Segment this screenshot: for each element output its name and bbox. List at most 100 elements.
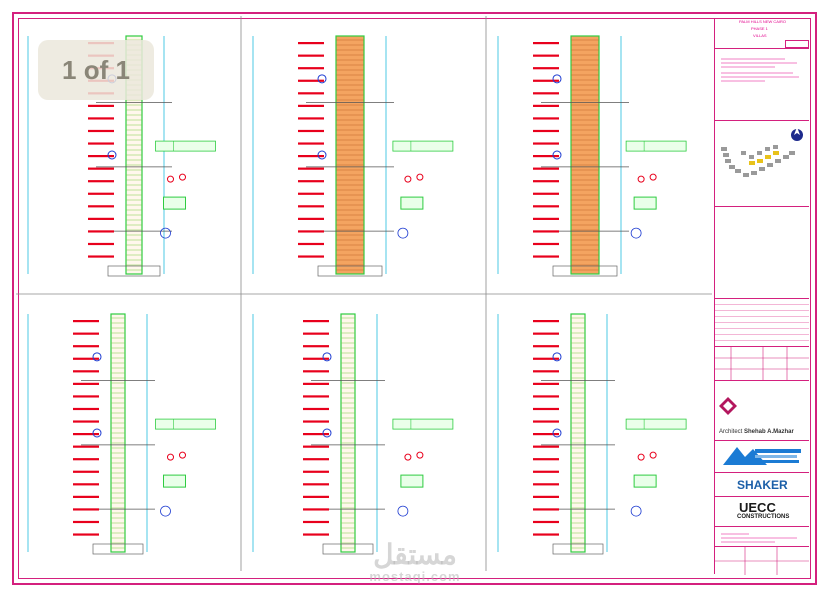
shaker-logo: SHAKER — [737, 478, 788, 492]
rebar-annotation — [73, 470, 99, 473]
rebar-annotation — [533, 255, 559, 258]
rebar-annotation — [298, 180, 324, 183]
rebar-annotation — [303, 495, 329, 498]
column-section-detail — [163, 196, 186, 210]
rebar-annotation — [533, 104, 559, 107]
architect-credit: Architect Shehab A.Mazhar — [719, 429, 794, 435]
detail-symbol-icon — [649, 451, 657, 459]
section-marker-icon — [107, 150, 117, 160]
rebar-annotation — [303, 407, 329, 411]
rebar-annotation — [88, 167, 114, 170]
detail-symbol-icon — [404, 453, 412, 461]
rebar-annotation — [533, 205, 559, 208]
rebar-annotation — [303, 345, 329, 348]
rebar-annotation — [533, 42, 559, 45]
remarks-box — [715, 206, 809, 298]
section-callout-icon — [630, 505, 642, 517]
rebar-annotation — [533, 483, 559, 486]
rebar-annotation — [303, 445, 329, 448]
section-marker-icon — [552, 428, 562, 438]
architect-prefix: Architect — [719, 429, 743, 435]
rebar-annotation — [73, 495, 99, 498]
section-marker-icon — [552, 352, 562, 362]
rebar-annotation — [298, 230, 324, 233]
rebar-annotation — [88, 242, 114, 246]
sheet-inner-border — [18, 18, 811, 579]
rebar-annotation — [533, 370, 559, 373]
rebar-annotation — [298, 92, 324, 95]
section-marker-icon — [92, 352, 102, 362]
section-callout-icon — [160, 227, 171, 239]
section-callout-icon — [397, 227, 409, 239]
project-line-2: PHASE 1 — [751, 26, 768, 31]
rebar-annotation — [533, 433, 559, 436]
rebar-annotation — [303, 395, 329, 398]
general-notes-box — [715, 48, 809, 120]
rebar-annotation — [73, 357, 99, 360]
rebar-annotation — [533, 320, 559, 323]
rebar-annotation — [298, 54, 324, 57]
section-callout-icon — [397, 505, 409, 517]
schedule-table — [392, 418, 454, 430]
rebar-annotation — [303, 370, 329, 373]
rebar-annotation — [73, 395, 99, 398]
rebar-annotation — [533, 533, 559, 536]
rebar-annotation — [533, 230, 559, 233]
rebar-annotation — [533, 495, 559, 498]
rebar-annotation — [303, 332, 329, 335]
title-block: PALM HILLS NEW CAIRO PHASE 1 VILLAS — [714, 18, 809, 575]
rebar-annotation — [298, 42, 324, 45]
rebar-annotation — [298, 255, 324, 258]
rebar-annotation — [88, 155, 114, 158]
rebar-annotation — [533, 458, 559, 461]
section-marker-icon — [317, 150, 327, 160]
rebar-annotation — [73, 407, 99, 411]
client-architect-box: Architect Shehab A.Mazhar — [715, 380, 809, 440]
rebar-annotation — [88, 180, 114, 183]
notes-lines — [721, 58, 799, 82]
schedule-table — [625, 140, 687, 152]
rebar-annotation — [88, 255, 114, 258]
rebar-annotation — [533, 445, 559, 448]
footing-outline — [552, 265, 618, 277]
rebar-annotation — [533, 395, 559, 398]
rebar-annotation — [298, 192, 324, 195]
rebar-annotation — [73, 508, 99, 511]
rebar-annotation — [73, 345, 99, 348]
rebar-annotation — [533, 67, 559, 70]
rebar-annotation — [533, 79, 559, 82]
uecc-logo: UECC — [739, 500, 776, 515]
schedule-table — [392, 140, 454, 152]
rebar-annotation — [533, 520, 559, 524]
footing-outline — [552, 543, 604, 555]
rebar-annotation — [88, 205, 114, 208]
issue-table — [715, 346, 809, 381]
rebar-annotation — [73, 433, 99, 436]
rebar-annotation — [298, 242, 324, 246]
rebar-annotation — [88, 142, 114, 145]
rebar-annotation — [73, 520, 99, 524]
rebar-annotation — [533, 167, 559, 170]
client-logo-icon — [719, 397, 737, 415]
column-section-detail — [633, 196, 657, 210]
rebar-annotation — [303, 520, 329, 524]
revision-table — [715, 298, 809, 346]
schedule-table — [625, 418, 687, 430]
section-marker-icon — [552, 74, 562, 84]
rebar-annotation — [88, 217, 114, 220]
rebar-annotation — [303, 320, 329, 323]
watermark: مستقل mostaqi.com — [360, 540, 470, 590]
rebar-annotation — [298, 67, 324, 70]
site-plan-thumbnail — [721, 127, 803, 177]
rebar-annotation — [303, 508, 329, 511]
rebar-annotation — [73, 332, 99, 335]
revision-box — [785, 40, 809, 48]
rebar-annotation — [73, 458, 99, 461]
rebar-annotation — [533, 420, 559, 423]
rebar-annotation — [533, 242, 559, 246]
rebar-annotation — [73, 533, 99, 536]
consultant-logo — [723, 447, 801, 465]
rebar-annotation — [303, 458, 329, 461]
watermark-arabic: مستقل — [373, 539, 457, 570]
rebar-annotation — [73, 445, 99, 448]
